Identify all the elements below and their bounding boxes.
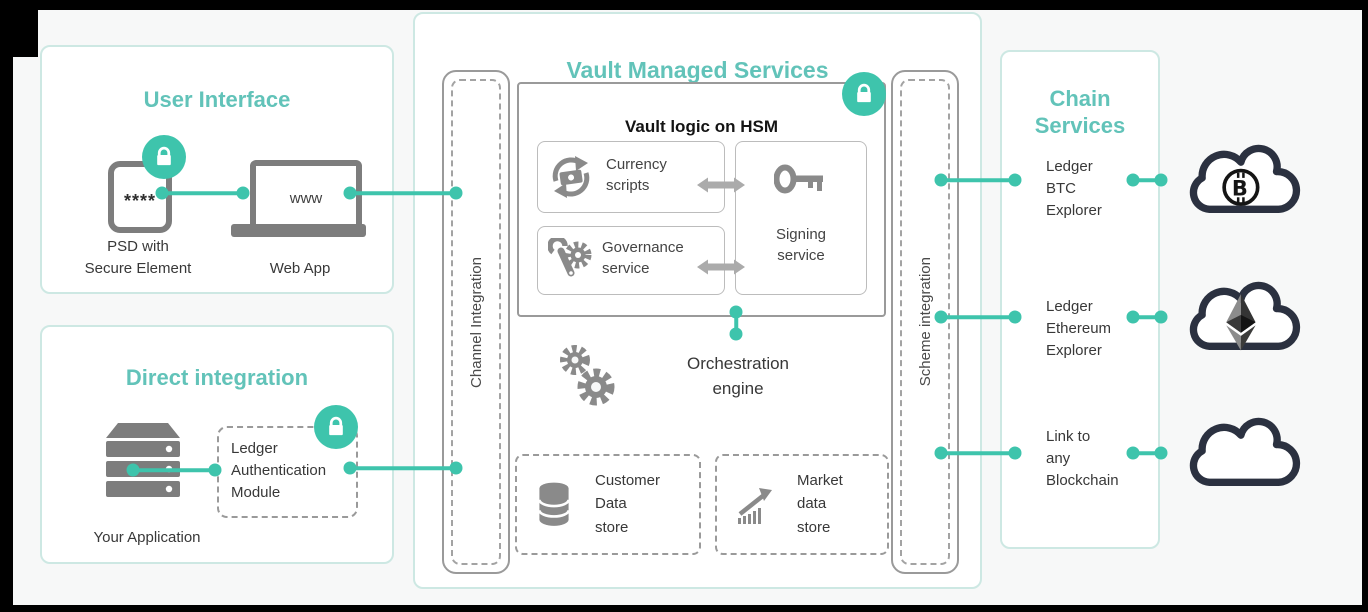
frame-right [1362,0,1368,612]
connector-dot [729,327,743,341]
bitcoin-cloud: B [1180,136,1306,224]
vault-logic-hsm-box: Vault logic on HSM Currency scripts [517,82,886,317]
chain-services-panel: Chain Services Ledger BTC Explorer Ledge… [1000,50,1160,549]
key-icon [774,164,823,194]
connector-dot [1008,446,1022,460]
lock-icon [142,135,186,179]
signing-service-label: Signing service [775,226,827,264]
orchestration-engine-label: Orchestration engine [686,354,790,398]
double-arrow-icon [697,259,745,275]
connector-line [1133,178,1161,182]
connector-dot [449,461,463,475]
server-icon [106,423,180,497]
connector-line [350,191,456,195]
connector-dot [1126,446,1140,460]
chart-growth-icon [738,488,772,524]
market-data-store-label: Market data store [797,472,843,536]
channel-integration-column: Channel Integration [442,70,510,574]
connector-line [350,466,456,470]
connector-dot [729,305,743,319]
database-icon [538,482,570,526]
scheme-integration-label: Scheme integration [916,257,934,387]
connector-line [941,178,1015,182]
your-application-label: Your Application [93,529,201,546]
user-interface-title: User Interface [143,87,291,113]
corner-mark [12,0,38,57]
chain-services-title: Chain Services [1034,86,1126,138]
chain-row-label: Ledger BTC Explorer [1046,158,1102,219]
frame-top [0,0,1368,10]
connector-dot [1126,310,1140,324]
web-app-label: Web App [269,260,331,277]
connector-dot [934,173,948,187]
cloud-icon [1189,417,1301,487]
cloud-icon: B [1189,144,1301,213]
chain-row-label: Link to any Blockchain [1046,428,1119,489]
cloud-icon [1189,281,1301,351]
frame-bottom [0,605,1368,612]
psd-label: PSD with Secure Element [84,238,192,277]
connector-line [1133,315,1161,319]
channel-integration-inner: Channel Integration [451,79,501,565]
lock-icon [842,72,886,116]
vault-managed-services-panel: Vault Managed Services Channel Integrati… [413,12,982,589]
chain-row-label: Ledger Ethereum Explorer [1046,298,1112,359]
currency-scripts-box: Currency scripts [537,141,725,213]
connector-dot [934,310,948,324]
scheme-integration-inner: Scheme integration [900,79,950,565]
connector-line [734,312,738,334]
connector-dot [934,446,948,460]
connector-dot [1008,173,1022,187]
connector-dot [208,463,222,477]
currency-refresh-icon [552,156,590,198]
connector-line [162,191,243,195]
connector-dot [126,463,140,477]
connector-dot [1154,173,1168,187]
channel-integration-label: Channel Integration [467,256,485,388]
connector-line [941,315,1015,319]
scheme-integration-column: Scheme integration [891,70,959,574]
connector-line [133,468,215,472]
direct-integration-title: Direct integration [125,365,309,391]
connector-dot [343,186,357,200]
double-arrow-icon [697,177,745,193]
hsm-title: Vault logic on HSM [624,117,778,136]
gears-icon [560,345,615,406]
direct-integration-panel: Direct integration Ledger Authentication… [40,325,394,564]
customer-data-store-box: Customer Data store [515,454,701,555]
connector-dot [343,461,357,475]
blank-cloud [1180,409,1306,497]
connector-dot [155,186,169,200]
svg-text:B: B [1232,177,1248,201]
governance-service-box: Governance service [537,226,725,295]
lock-glyph [157,146,171,166]
connector-dot [1154,446,1168,460]
laptop-www-text: www [289,189,323,207]
ledger-auth-module-label: Ledger Authentication Module [231,440,327,501]
signing-service-box: Signing service [735,141,867,295]
currency-scripts-label: Currency scripts [606,156,667,194]
bitcoin-icon: B [1222,168,1260,206]
user-interface-panel: User Interface **** www PSD with Secure … [40,45,394,294]
lock-glyph [857,83,871,103]
connector-dot [1008,310,1022,324]
connector-line [1133,451,1161,455]
ethereum-cloud [1180,273,1306,361]
governance-service-label: Governance service [602,239,684,277]
connector-dot [236,186,250,200]
lock-glyph [329,416,343,436]
vault-title: Vault Managed Services [566,57,829,84]
laptop-base [231,224,366,237]
customer-data-store-label: Customer Data store [595,472,661,536]
market-data-store-box: Market data store [715,454,889,555]
connector-dot [1126,173,1140,187]
connector-dot [449,186,463,200]
lock-icon [314,405,358,449]
connector-dot [1154,310,1168,324]
wrench-gear-icon [548,238,592,277]
frame-left [0,0,13,612]
connector-line [941,451,1015,455]
